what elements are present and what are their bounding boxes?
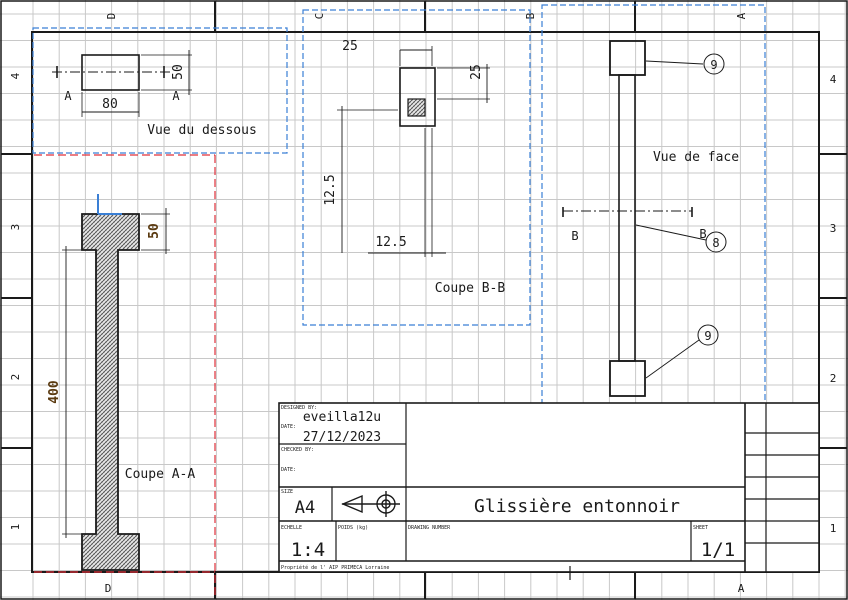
face-section-b-right: B <box>699 227 706 241</box>
zone-left-1: 1 <box>9 524 22 531</box>
projection-symbol <box>341 491 400 517</box>
zone-left-3: 3 <box>9 224 22 231</box>
size-label: SIZE <box>281 489 293 495</box>
coupe-bb-dim-12-5-vertical: 12.5 <box>323 174 338 205</box>
dessous-section-a-left: A <box>64 89 72 103</box>
balloon-9-top <box>703 53 725 75</box>
face-view-label: Vue de face <box>653 150 739 165</box>
drawing-number-label: DRAWING NUMBER <box>408 525 451 531</box>
coupe-bb-dim-25-right: 25 <box>469 64 484 80</box>
coupe-bb-dim-12-5-horizontal: 12.5 <box>375 235 406 250</box>
scale-value: 1:4 <box>291 539 325 561</box>
view-coupe-bb <box>337 46 490 257</box>
date-value: 27/12/2023 <box>303 430 381 445</box>
balloon-8-text: 8 <box>712 236 719 250</box>
view-face-text: Vue de face B B 9 8 9 <box>571 58 739 343</box>
zone-bottom-d: D <box>105 582 112 595</box>
face-bottom-block <box>609 360 646 397</box>
zone-top-d: D <box>105 13 118 20</box>
zone-bottom-a: A <box>738 582 745 595</box>
view-frames <box>32 4 766 433</box>
balloon-9-top-text: 9 <box>710 58 717 72</box>
date2-label: DATE: <box>281 467 296 473</box>
title-block: DESIGNED BY: DATE: CHECKED BY: DATE: SIZ… <box>278 402 820 580</box>
weight-label: POIDS (kg) <box>338 525 368 531</box>
designed-by-label: DESIGNED BY: <box>281 405 317 411</box>
zone-top-a: A <box>735 12 748 19</box>
view-frame-coupe-bb <box>302 9 531 326</box>
view-coupe-aa-text: 400 50 Coupe A-A <box>47 223 195 482</box>
dessous-section-a-right: A <box>172 89 180 103</box>
drawing-title: Glissière entonnoir <box>474 496 680 517</box>
view-frame-face <box>541 4 766 433</box>
date-label: DATE: <box>281 424 296 430</box>
zone-left-4: 4 <box>9 72 22 79</box>
dessous-body <box>81 54 140 91</box>
sheet-label: SHEET <box>693 525 708 531</box>
zone-right-2: 2 <box>830 372 837 385</box>
view-frame-dessous <box>32 27 288 154</box>
balloon-9-bottom-text: 9 <box>704 329 711 343</box>
dessous-view-label: Vue du dessous <box>147 123 257 138</box>
view-dessous <box>52 50 192 117</box>
coupe-bb-view-label: Coupe B-B <box>435 281 506 296</box>
zone-top-b: B <box>524 12 537 19</box>
section-cut-line <box>34 154 216 599</box>
checked-by-label: CHECKED BY: <box>281 447 314 453</box>
coupe-bb-inner <box>407 98 426 117</box>
zone-right-3: 3 <box>830 222 837 235</box>
coupe-bb-outer <box>399 67 436 127</box>
zone-labels: D C B A D A 4 3 2 1 4 3 2 1 <box>9 12 837 595</box>
coupe-aa-profile <box>81 213 140 571</box>
coupe-aa-view-label: Coupe A-A <box>125 467 196 482</box>
view-dessous-text: 80 50 A A Vue du dessous <box>64 64 256 138</box>
balloon-8 <box>705 231 727 253</box>
view-coupe-bb-text: 25 25 12.5 12.5 Coupe B-B <box>323 39 505 296</box>
size-value: A4 <box>295 498 315 518</box>
zone-right-4: 4 <box>830 73 837 86</box>
dessous-dim-80: 80 <box>102 97 118 112</box>
face-section-b-left: B <box>571 229 578 243</box>
dessous-dim-50: 50 <box>171 64 186 80</box>
zone-top-c: C <box>313 13 326 20</box>
face-top-block <box>609 40 646 76</box>
coupe-bb-dim-25-top: 25 <box>342 39 358 54</box>
zone-right-1: 1 <box>830 522 837 535</box>
zone-left-2: 2 <box>9 374 22 381</box>
face-rail <box>618 74 636 362</box>
coupe-aa-dim-400: 400 <box>47 380 62 404</box>
coupe-aa-dim-50: 50 <box>147 223 162 239</box>
sheet-value: 1/1 <box>701 539 735 561</box>
view-coupe-aa <box>62 194 170 571</box>
balloon-9-bottom <box>697 324 719 346</box>
view-face <box>562 40 727 397</box>
property-text: Propriété de l' AIP PRIMECA Lorraine <box>281 564 389 571</box>
scale-label: ECHELLE <box>281 525 302 531</box>
designed-by-value: eveilla12u <box>303 410 381 425</box>
